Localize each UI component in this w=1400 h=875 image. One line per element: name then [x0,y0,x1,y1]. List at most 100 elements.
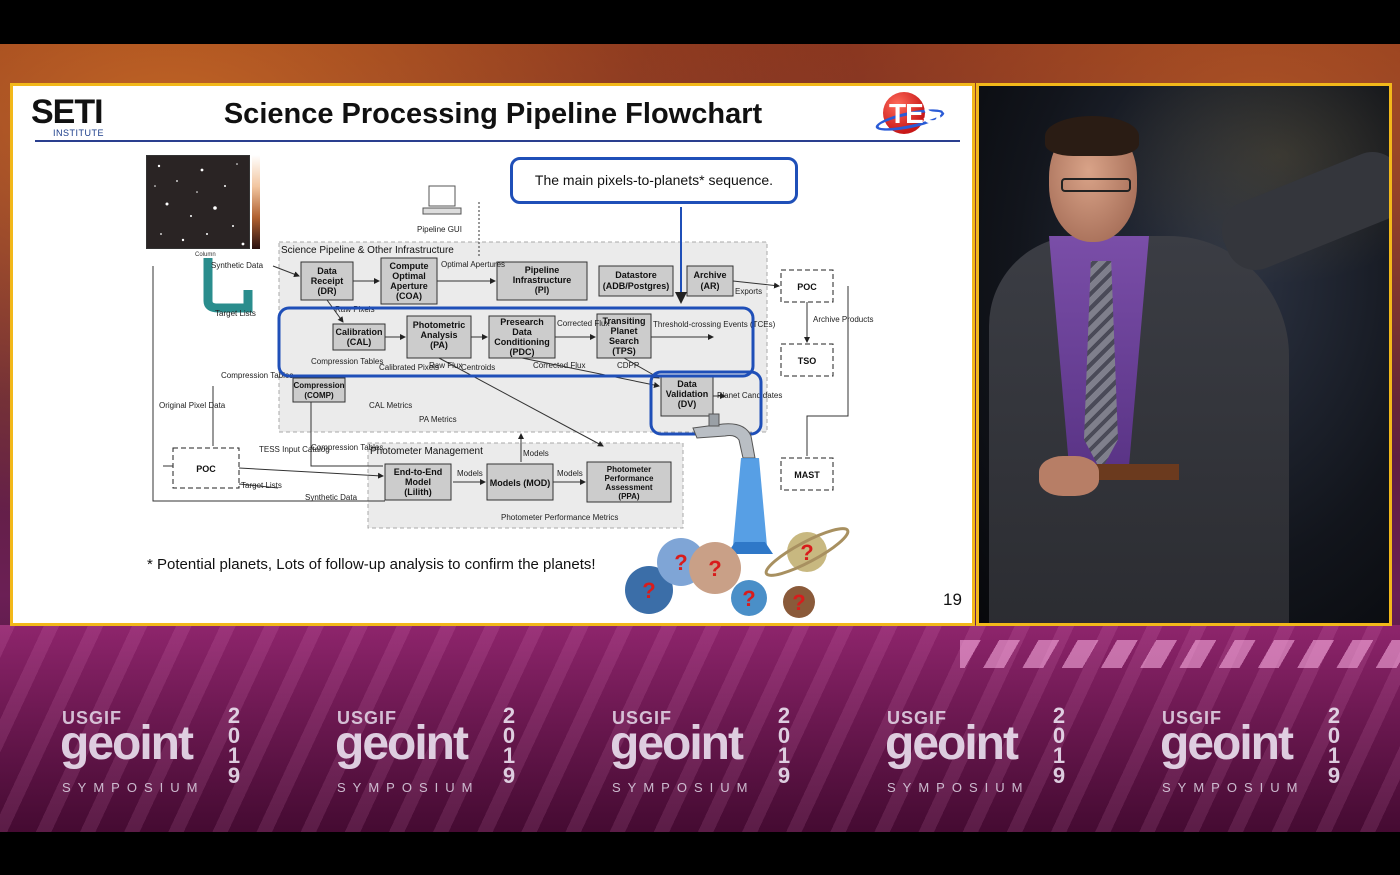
presenter-tie [1084,261,1118,471]
pdc-label-2: Data [512,327,533,337]
datastore-label-2: (ADB/Postgres) [603,281,670,291]
pa-label-1: Photometric [413,320,466,330]
coa-label-2: Optimal [392,271,426,281]
ar-label-1: Archive [693,270,726,280]
faucet-icon [692,413,773,554]
sky-stars [154,163,245,246]
slide-footnote: * Potential planets, Lots of follow-up a… [147,556,596,573]
stripe-band [960,640,1400,668]
label-raw-flux: Raw Flux [429,361,462,370]
cal-box [332,323,386,351]
lilith-label-2: Model [405,477,431,487]
label-exports: Exports [735,287,762,296]
geoint-org: USGIF [612,708,673,728]
ppa-label-2: Performance [605,474,654,483]
label-synthetic-data-bottom: Synthetic Data [305,493,358,502]
dr-label-1: Data [317,266,338,276]
pipeline-gui-label: Pipeline GUI [417,225,462,234]
question-mark: ? [800,540,813,565]
question-mark: ? [708,556,721,581]
geoint-subtitle: SYMPOSIUM [337,780,480,795]
geoint-subtitle: SYMPOSIUM [62,780,205,795]
pipeline-flowchart: Science Pipeline & Other Infrastructure … [152,185,873,618]
label-cdpp: CDPP [617,361,639,370]
presenter-belt [1089,464,1179,480]
label-models-1: Models [457,469,483,478]
pi-label-3: (PI) [535,285,550,295]
mod-box [486,463,554,501]
geoint-logo: USGIF geoint 2019 SYMPOSIUM [60,700,280,810]
label-pa-metrics: PA Metrics [419,415,457,424]
question-mark: ? [792,590,805,615]
pa-label-2: Analysis [420,330,457,340]
geoint-year: 2019 [227,703,241,788]
pipe [203,258,253,313]
seti-logo-word: SETI [31,93,104,131]
sky-image [146,155,250,249]
cal-label-1: Calibration [335,327,382,337]
edge [438,357,604,447]
label-optimal-apertures: Optimal Apertures [441,260,505,269]
edge [272,265,300,278]
question-mark: ? [674,550,687,575]
label-original-pixel-data: Original Pixel Data [159,401,226,410]
edge [521,357,660,388]
presenter-hair [1045,116,1139,156]
monitor-icon [428,185,456,207]
geoint-word: geoint [885,717,1019,770]
ppa-label-4: (PPA) [618,492,640,501]
ppa-box [586,461,672,503]
coa-label-1: Compute [390,261,429,271]
tps-box [596,313,652,359]
sky-colorbar [252,155,260,249]
edge [326,299,344,323]
pdc-label-3: Conditioning [494,337,549,347]
label-calibrated-pixels: Calibrated Pixels [379,363,439,372]
cal-label-2: (CAL) [347,337,372,347]
slide-title: Science Processing Pipeline Flowchart [223,98,763,130]
geoint-year: 2019 [1052,703,1066,788]
ar-box [686,265,734,297]
poc-left-label: POC [196,464,216,474]
label-centroids: Centroids [461,363,495,372]
label-target-lists-bottom: Target Lists [241,481,282,490]
planet-illustrations: ? ? ? ? ? ? [625,527,850,618]
presentation-slide: SETI INSTITUTE Science Processing Pipeli… [10,83,975,626]
science-group-label: Science Pipeline & Other Infrastructure [281,245,454,256]
lilith-label-3: (Lilith) [404,487,432,497]
label-compression-tables-2: Compression Tables [221,371,293,380]
pi-box [496,261,588,301]
edge-line [310,402,383,467]
slide-page-number: 19 [943,590,962,609]
presenter-hand [1039,456,1099,496]
poc-left-box [172,447,240,489]
sky-axis-label: Column [195,252,216,258]
dr-label-3: (DR) [318,286,337,296]
lilith-box [384,463,452,501]
ppa-label-3: Assessment [605,483,652,492]
datastore-label-1: Datastore [615,270,657,280]
lilith-label-1: End-to-End [394,467,443,477]
coa-box [380,257,438,305]
label-compression-tables-1: Compression Tables [311,357,383,366]
label-corrected-flux: Corrected Flux [557,319,609,328]
dv-label-3: (DV) [678,399,697,409]
edge-line [806,286,849,456]
photometer-group-label: Photometer Management [370,446,483,457]
tess-logo: TESS [874,90,967,142]
dr-box [300,261,354,301]
geoint-year: 2019 [777,703,791,788]
geoint-year: 2019 [1327,703,1341,788]
label-synthetic-data-top: Synthetic Data [211,261,264,270]
geoint-subtitle: SYMPOSIUM [612,780,755,795]
label-planet-candidates: Planet Candidates [717,391,782,400]
title-rule [35,140,960,142]
geoint-logo: USGIF geoint 2019 SYMPOSIUM [885,700,1105,810]
edge [238,467,384,479]
label-tess-input-catalog: TESS Input Catalog [259,445,330,454]
label-corrected-flux-2: Corrected Flux [533,361,585,370]
geoint-year: 2019 [502,703,516,788]
comp-label-1: Compression [293,381,344,390]
letterbox-bottom [0,832,1400,875]
callout-box: The main pixels-to-planets* sequence. [510,157,798,204]
